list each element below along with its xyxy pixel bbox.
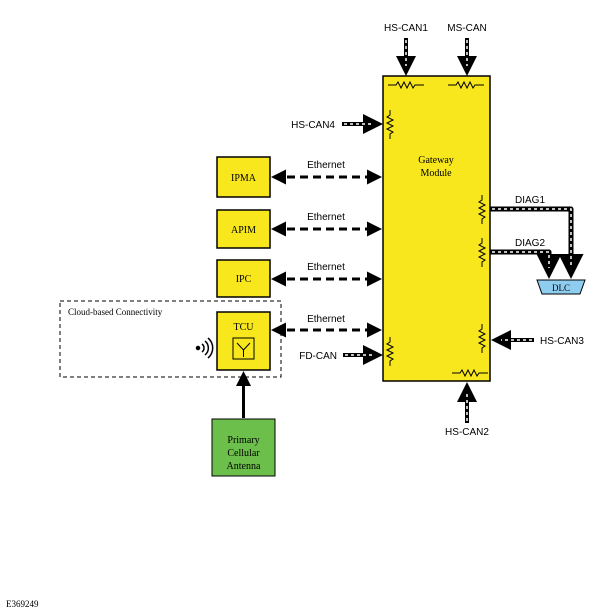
antenna-symbol-icon (232, 337, 255, 360)
ethernet-label-tcu: Ethernet (307, 314, 345, 325)
dlc-label: DLC (552, 283, 570, 293)
label-fd-can: FD-CAN (299, 351, 337, 362)
apim-label: APIM (231, 225, 256, 236)
ipma-module: IPMA (216, 156, 271, 198)
antenna-label-line1: Primary (227, 435, 259, 446)
resistor-ms-can (448, 80, 484, 90)
resistor-hs-can3 (477, 324, 487, 353)
label-hs-can1: HS-CAN1 (384, 23, 428, 34)
gateway-label-line1: Gateway (418, 155, 454, 166)
termination-resistors (385, 80, 488, 378)
resistor-hs-can2 (452, 368, 488, 378)
antenna-label-line2: Cellular (227, 448, 260, 459)
apim-module: APIM (216, 209, 271, 249)
label-hs-can2: HS-CAN2 (445, 427, 489, 438)
can-bus-arrows (342, 38, 584, 423)
ethernet-label-apim: Ethernet (307, 212, 345, 223)
antenna-label-line3: Antenna (227, 461, 261, 472)
cloud-connectivity-label: Cloud-based Connectivity (68, 307, 163, 317)
resistor-diag1 (477, 195, 487, 224)
gateway-label-line2: Module (420, 168, 452, 179)
label-hs-can4: HS-CAN4 (291, 120, 335, 131)
ethernet-label-ipma: Ethernet (307, 160, 345, 171)
ipc-label: IPC (236, 274, 252, 285)
resistor-hs-can4 (385, 110, 395, 139)
wireless-signal-icon (195, 337, 214, 359)
cloud-connectivity-region: Cloud-based Connectivity (59, 300, 282, 378)
ethernet-label-ipc: Ethernet (307, 262, 345, 273)
arrow-diag2 (490, 249, 562, 279)
arrow-diag1 (490, 206, 584, 279)
label-ms-can: MS-CAN (447, 23, 486, 34)
resistor-fd-can (385, 337, 395, 366)
dlc-connector: DLC (536, 279, 586, 295)
tcu-module: TCU (216, 311, 271, 371)
label-hs-can3: HS-CAN3 (540, 336, 584, 347)
resistor-diag2 (477, 238, 487, 267)
ipc-module: IPC (216, 259, 271, 298)
primary-cellular-antenna: Primary Cellular Antenna (211, 418, 276, 477)
label-diag1: DIAG1 (515, 195, 545, 206)
ethernet-links (271, 169, 382, 338)
tcu-label: TCU (234, 322, 255, 333)
gateway-module: Gateway Module (382, 75, 491, 382)
resistor-hs-can1 (388, 80, 424, 90)
ipma-label: IPMA (231, 173, 257, 184)
figure-id: E369249 (6, 599, 39, 609)
label-diag2: DIAG2 (515, 238, 545, 249)
